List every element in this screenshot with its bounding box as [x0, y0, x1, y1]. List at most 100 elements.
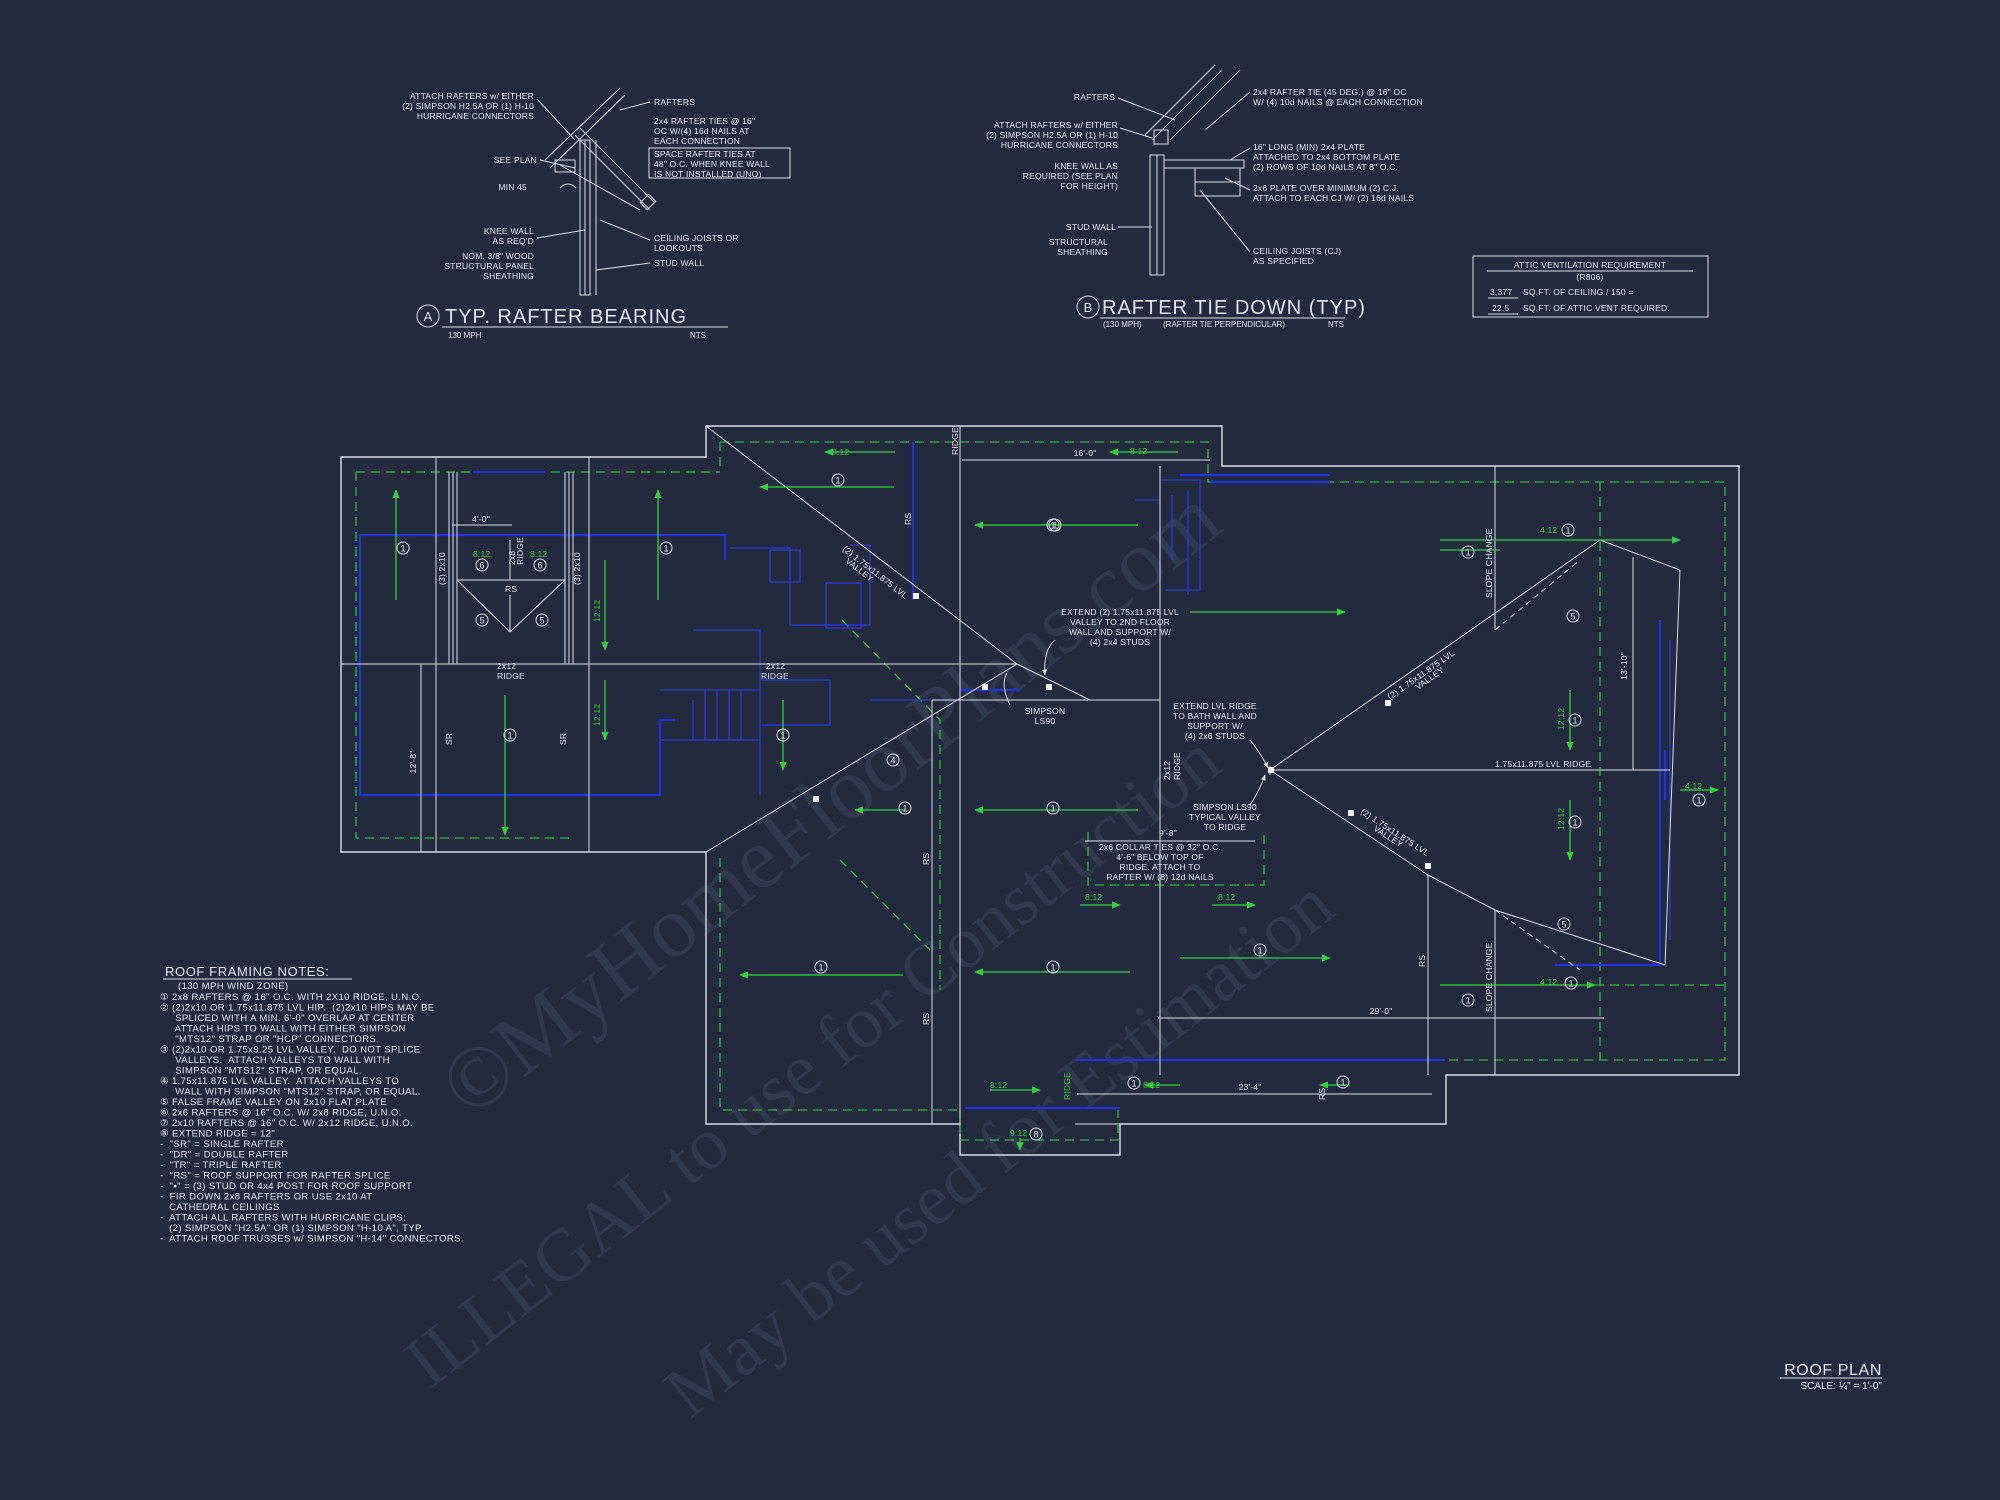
notes-line: SIMPSON "MTS12" STRAP, OR EQUAL.: [160, 1066, 362, 1077]
note-bubble-number: 1: [400, 544, 405, 554]
pitch-8-12-g: 8:12: [1143, 1080, 1160, 1090]
notes-line: - "▪" = (3) STUD OR 4x4 POST FOR ROOF SU…: [160, 1181, 412, 1192]
notes-line: VALLEYS. ATTACH VALLEYS TO WALL WITH: [160, 1055, 390, 1066]
a-nom-1: NOM. 3/8" WOOD: [462, 251, 534, 261]
notes-line: ③ (2)2x10 OR 1.75x9.25 LVL VALLEY. DO NO…: [160, 1045, 420, 1056]
note-bubble: [776, 728, 790, 742]
note-bubble: [1127, 1076, 1141, 1090]
notes-line: - "SR" = SINGLE RAFTER: [160, 1139, 284, 1150]
pitch-8-12-e: 8:12: [1085, 892, 1102, 902]
watermark: ©MyHomeFloorPlans.com ILLEGAL to use for…: [390, 469, 1348, 1434]
pitch-4-12-b: 4:12: [1540, 977, 1557, 987]
pitch-8-12-f: 8:12: [1218, 892, 1235, 902]
notes-line: - "RS" = ROOF SUPPORT FOR RAFTER SPLICE: [160, 1171, 391, 1182]
b-over-1: 2x6 PLATE OVER MINIMUM (2) C.J.: [1253, 183, 1399, 193]
notes-line: SPLICED WITH A MIN. 6'-0" OVERLAP AT CEN…: [160, 1013, 415, 1024]
note-bubble-number: 1: [1572, 818, 1577, 828]
b-attach-2: (2) SIMPSON H2.5A OR (1) H-10: [986, 130, 1118, 140]
ext-note-3: WALL AND SUPPORT W/: [1069, 627, 1171, 637]
slope-change-bottom: SLOPE CHANGE: [1484, 942, 1494, 1012]
pitch-9-12: 9:12: [1010, 1128, 1027, 1138]
attic-ventilation-box: ATTIC VENTILATION REQUIREMENT (R806) 3,3…: [1472, 255, 1709, 318]
roof-outline: [340, 425, 1740, 1156]
ridge-hip-valley-lines: [341, 425, 1681, 1124]
note-bubble-number: 1: [1257, 946, 1262, 956]
notes-line: - ATTACH ROOF TRUSSES w/ SIMPSON "H-14" …: [160, 1234, 464, 1245]
rs-label-d: RS: [921, 1013, 931, 1025]
b-knee-1: KNEE WALL AS: [1054, 161, 1118, 171]
note-bubble: [886, 753, 900, 767]
dim-4-0: 4'-0": [472, 514, 490, 524]
note-bubble: [533, 558, 547, 572]
dr-label-b: (3) 2x10: [572, 552, 582, 585]
dimension-lines: 16'-0" 4'-0" 12'-8" 13'-10" 9'-8" 29'-0"…: [408, 448, 1634, 1095]
a-stud: STUD WALL: [654, 258, 704, 268]
note-bubble-number: 1: [1568, 979, 1573, 989]
b-stud: STUD WALL: [1066, 222, 1116, 232]
note-bubble-number: 1: [1131, 1079, 1136, 1089]
ridge-2x12-vertical: 2x12: [1162, 761, 1172, 780]
a-rafters: RAFTERS: [654, 97, 695, 107]
bath-note-2: TO BATH WALL AND: [1173, 711, 1257, 721]
note-bubble-number: 1: [1696, 796, 1701, 806]
note-bubble: [898, 801, 912, 815]
rs-label-e: RS: [1417, 955, 1427, 967]
notes-line: - "TR" = TRIPLE RAFTER: [160, 1160, 282, 1171]
note-bubble-number: 1: [663, 544, 668, 554]
detail-b-note: (RAFTER TIE PERPENDICULAR): [1163, 320, 1285, 329]
b-tie-2: W/ (4) 10d NAILS @ EACH CONNECTION: [1253, 97, 1423, 107]
ext-note-4: (4) 2x4 STUDS: [1090, 637, 1150, 647]
typ-valley-1: SIMPSON LS90: [1193, 802, 1257, 812]
note-bubble: [1461, 545, 1475, 559]
note-bubble: [1692, 793, 1706, 807]
attic-title: ATTIC VENTILATION REQUIREMENT: [1514, 260, 1666, 270]
eave-lines: [355, 441, 1726, 1141]
b-struct-1: STRUCTURAL: [1049, 237, 1108, 247]
collar-note-2: 4'-6" BELOW TOP OF: [1116, 852, 1203, 862]
note-bubble: [475, 613, 489, 627]
note-bubble-number: 1: [1340, 1078, 1345, 1088]
a-ties-1: 2x4 RAFTER TIES @ 16": [654, 116, 755, 126]
a-knee-1: KNEE WALL: [484, 226, 534, 236]
wall-lines: [358, 442, 1671, 1110]
dim-13-10: 13'-10": [1619, 652, 1629, 680]
notes-line: - "DR" = DOUBLE RAFTER: [160, 1150, 289, 1161]
note-bubble-number: 1: [902, 804, 907, 814]
note-bubble: [1568, 815, 1582, 829]
dr-label-a: (3) 2x10: [437, 552, 447, 585]
b-plate-3: (2) ROWS OF 10d NAILS AT 8" O.C.: [1253, 162, 1398, 172]
pitch-12-12-d: 12:12: [1556, 808, 1566, 830]
simpson-label: SIMPSON: [1025, 706, 1066, 716]
note-bubble: [814, 960, 828, 974]
ridge-left: RIDGE: [497, 671, 525, 681]
notes-title: ROOF FRAMING NOTES:: [165, 964, 330, 979]
a-attach-3: HURRICANE CONNECTORS: [417, 111, 534, 121]
note-bubble: [475, 558, 489, 572]
bath-note-1: EXTEND LVL RIDGE: [1173, 701, 1257, 711]
note-bubble: [831, 473, 845, 487]
detail-b-drawing: [1144, 64, 1245, 276]
detail-b-title: RAFTER TIE DOWN (TYP): [1102, 297, 1366, 319]
dim-12-8: 12'-8": [408, 751, 418, 774]
a-space-note-box: [648, 147, 791, 179]
bath-note-4: (4) 2x6 STUDS: [1185, 731, 1245, 741]
note-bubble: [1046, 801, 1060, 815]
note-bubble-number: 1: [507, 731, 512, 741]
note-bubble-number: 5: [1561, 920, 1566, 930]
note-bubble: [1564, 976, 1578, 990]
pitch-8-12-d: 8:12: [530, 549, 547, 559]
note-bubble-number: 1: [1465, 996, 1470, 1006]
b-tie-1: 2x4 RAFTER TIE (45 DEG.) @ 16" OC: [1253, 87, 1407, 97]
note-bubble: [1046, 960, 1060, 974]
ls90-label: LS90: [1035, 716, 1056, 726]
sr-label-a: SR: [444, 733, 454, 745]
note-bubble-number: 1: [1050, 521, 1055, 531]
notes-lines: ① 2x8 RAFTERS @ 16" O.C. WITH 2X10 RIDGE…: [160, 992, 464, 1245]
ridge-2x12-left: 2x12: [497, 661, 516, 671]
ridge-label-bottom: RIDGE: [1062, 1072, 1072, 1100]
a-space-3: IS NOT INSTALLED (UNO): [654, 169, 762, 179]
ridge-2x8-sub: RIDGE: [515, 537, 525, 565]
pitch-12-12-c: 12:12: [1556, 708, 1566, 730]
notes-line: ⑥ 2x6 RAFTERS @ 16" O.C. W/ 2x8 RIDGE, U…: [160, 1108, 402, 1119]
collar-note-1: 2x6 COLLAR TIES @ 32" O.C.: [1099, 842, 1221, 852]
